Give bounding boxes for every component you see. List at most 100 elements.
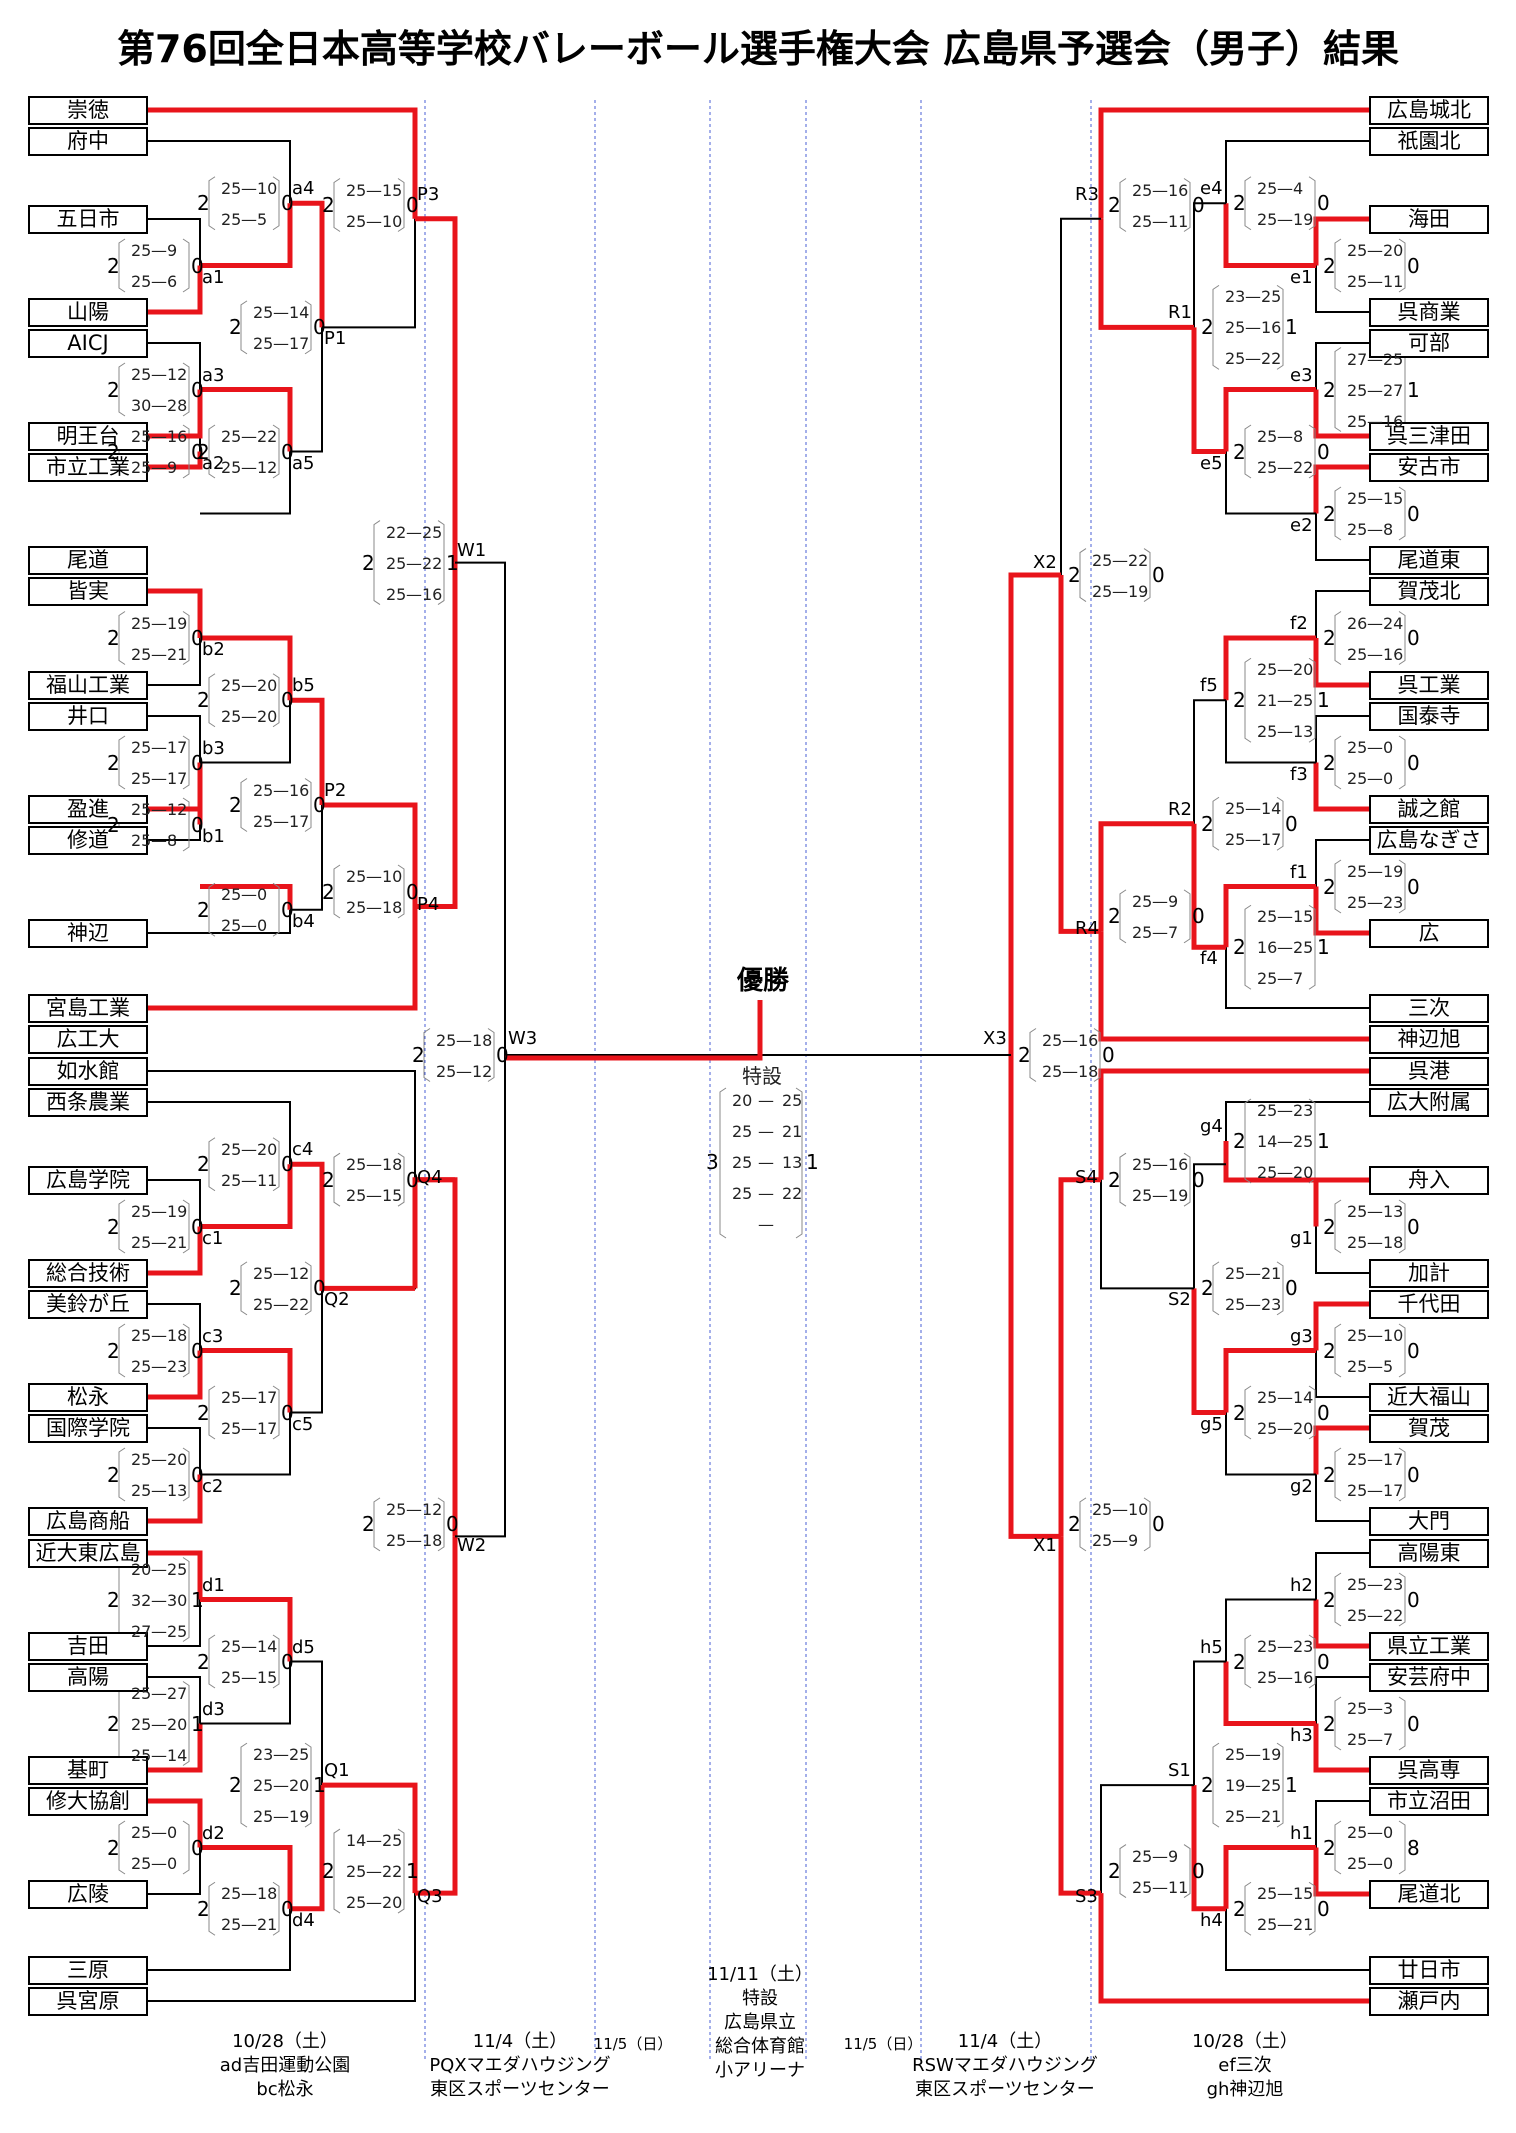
score-bracket-close <box>304 1261 312 1316</box>
score-bracket-open <box>1334 1820 1342 1875</box>
match-Q3-set-3: 25 <box>346 1893 367 1913</box>
match-c5-set-1: 25 <box>221 1388 242 1407</box>
match-e3-set-dash: — <box>1367 349 1383 369</box>
match-S1-set-2-b: 25 <box>1261 1776 1282 1796</box>
match-S1-set-2: 19 <box>1225 1776 1246 1796</box>
team-right: 尾道北 <box>1369 1880 1489 1909</box>
match-e4-total-b: 0 <box>1317 191 1330 216</box>
match-d1-total-b: 1 <box>191 1587 204 1612</box>
match-b2-total-a: 2 <box>107 626 120 650</box>
match-e5-set-1: 25 <box>1257 427 1278 446</box>
score-bracket-close <box>1308 424 1316 479</box>
match-g3-total-a: 2 <box>1323 1338 1336 1363</box>
team-right: 呉高専 <box>1369 1756 1489 1785</box>
match-e1-set-1-b: 20 <box>1383 241 1404 260</box>
match-f2-set-1-b: 24 <box>1383 613 1404 633</box>
match-h3-set-1-b: 3 <box>1383 1699 1394 1718</box>
match-g4-set-dash: — <box>1277 1132 1293 1151</box>
winner-path <box>200 635 293 701</box>
match-X1-total-b: 0 <box>1152 1512 1165 1537</box>
match-b1-total-a: 2 <box>107 812 120 837</box>
match-e3-set-3: 25 <box>1347 411 1368 431</box>
match-S2-set-dash: — <box>1245 1263 1261 1283</box>
match-h4-set-1: 25 <box>1257 1884 1278 1904</box>
score-bracket-close <box>1398 611 1406 665</box>
score-bracket-close <box>1276 796 1284 851</box>
match-W2-set-1: 25 <box>386 1499 407 1519</box>
loser-path <box>1225 1598 1316 1662</box>
match-label-d5: d5 <box>292 1636 315 1658</box>
match-W1-set-2: 25 <box>386 553 407 573</box>
match-d3-set-dash: — <box>151 1745 167 1765</box>
winner-path <box>1098 1068 1406 1180</box>
team-left: 宮島工業 <box>28 994 148 1023</box>
team-right: 廿日市 <box>1369 1956 1489 1985</box>
match-c4-total-b: 0 <box>281 1152 294 1177</box>
match-d3-set-dash: — <box>151 1714 167 1734</box>
match-g5-set-1: 25 <box>1257 1388 1278 1407</box>
match-label-Q4: Q4 <box>417 1166 443 1188</box>
match-S1-set-dash: — <box>1245 1745 1261 1765</box>
match-e3-set-1: 27 <box>1347 349 1368 369</box>
team-left: 西条農業 <box>28 1088 148 1117</box>
match-f5-set-2: 21 <box>1257 691 1278 711</box>
winner-path <box>1008 1055 1061 1539</box>
winner-path <box>110 906 418 1011</box>
score-bracket-open <box>1334 486 1342 541</box>
match-label-R3: R3 <box>1075 184 1099 205</box>
score-bracket-open <box>1212 796 1220 851</box>
team-left: 井口 <box>28 702 148 731</box>
match-d5-set-dash: — <box>241 1637 257 1656</box>
match-label-d4: d4 <box>292 1909 315 1931</box>
score-bracket-open <box>333 1152 341 1207</box>
match-S4-set-2: 25 <box>1132 1186 1153 1206</box>
match-P1-set-2-b: 17 <box>289 333 310 353</box>
team-left: 呉宮原 <box>28 1987 148 2016</box>
match-P1-set-1: 25 <box>253 302 274 322</box>
match-label-R1: R1 <box>1168 302 1192 324</box>
score-bracket-open <box>1334 347 1342 432</box>
match-a1-set-2-b: 6 <box>167 272 178 291</box>
final-set-dash: — <box>758 1184 774 1203</box>
match-g2-set-1: 25 <box>1347 1450 1368 1469</box>
match-P2-set-1: 25 <box>253 780 274 800</box>
match-S3-set-dash: — <box>1152 1877 1168 1897</box>
match-f4-set-dash: — <box>1277 938 1293 958</box>
match-label-P3: P3 <box>417 184 440 205</box>
match-label-S4: S4 <box>1075 1166 1098 1188</box>
match-e5-set-2: 25 <box>1257 458 1278 477</box>
match-P4-total-b: 0 <box>406 879 419 904</box>
match-b5-set-dash: — <box>241 675 257 695</box>
score-bracket-close <box>272 424 280 479</box>
match-h2-set-2-b: 22 <box>1383 1606 1404 1625</box>
score-bracket-close <box>182 611 190 665</box>
match-b4-total-a: 2 <box>197 897 210 922</box>
score-bracket-close <box>182 1557 190 1642</box>
match-S2-set-2: 25 <box>1225 1294 1246 1314</box>
match-Q3-set-3-b: 20 <box>382 1893 403 1913</box>
match-e1-total-b: 0 <box>1407 253 1420 278</box>
match-a1-set-dash: — <box>151 272 167 291</box>
match-e3-set-2: 25 <box>1347 380 1368 400</box>
final-total-a: 3 <box>706 1150 719 1174</box>
team-right: 海田 <box>1369 205 1489 234</box>
match-e4-set-1: 25 <box>1257 178 1278 198</box>
match-X1-total-a: 2 <box>1068 1512 1081 1537</box>
match-W2-set-dash: — <box>406 1499 422 1519</box>
match-c2-set-dash: — <box>151 1450 167 1469</box>
match-g4-total-b: 1 <box>1317 1129 1330 1153</box>
score-bracket-close <box>1398 238 1406 293</box>
score-bracket-open <box>208 1385 216 1440</box>
match-d2-set-1-b: 0 <box>167 1823 178 1842</box>
match-g1-total-b: 0 <box>1407 1214 1420 1239</box>
match-Q3-total-a: 2 <box>322 1859 335 1884</box>
match-f1-set-1: 25 <box>1347 862 1368 881</box>
match-e3-total-a: 2 <box>1323 377 1336 402</box>
match-S1-set-dash: — <box>1245 1776 1261 1796</box>
match-label-c5: c5 <box>292 1413 314 1435</box>
match-e1-set-2: 25 <box>1347 272 1368 291</box>
match-f3-set-dash: — <box>1367 769 1383 788</box>
match-c3-set-1: 25 <box>131 1326 152 1345</box>
match-f3-set-1-b: 0 <box>1383 738 1394 757</box>
score-bracket-open <box>1079 548 1087 602</box>
